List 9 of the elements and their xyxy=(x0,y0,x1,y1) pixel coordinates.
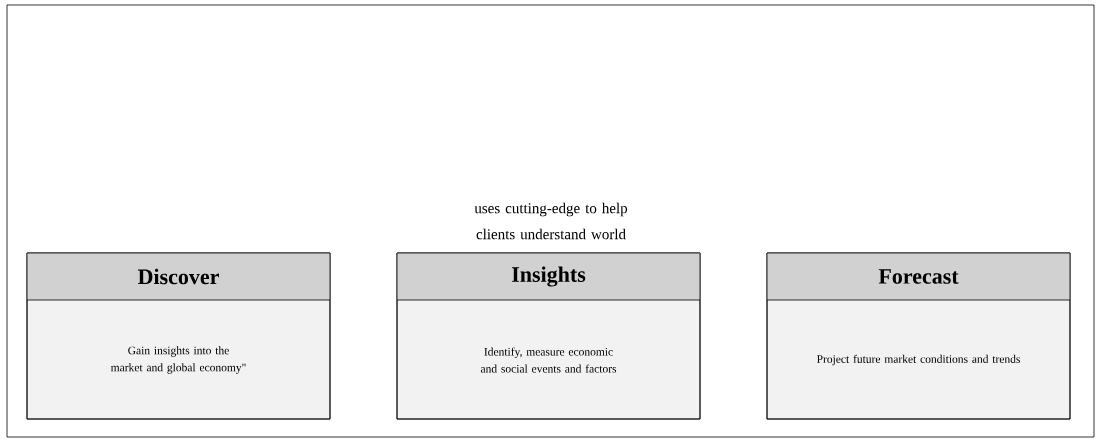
card-text: Identify, measure economic and social events and factors xyxy=(480,347,617,373)
card-text: Project future market conditions and trends xyxy=(816,354,1020,366)
card-heading: Forecast xyxy=(878,269,959,284)
card xyxy=(26,252,331,420)
card-heading: Insights xyxy=(511,266,586,287)
card xyxy=(766,252,1071,420)
card xyxy=(396,252,701,420)
card-text: Gain insights into the market and global economy" xyxy=(110,346,246,374)
card-heading: Discover xyxy=(137,268,219,285)
